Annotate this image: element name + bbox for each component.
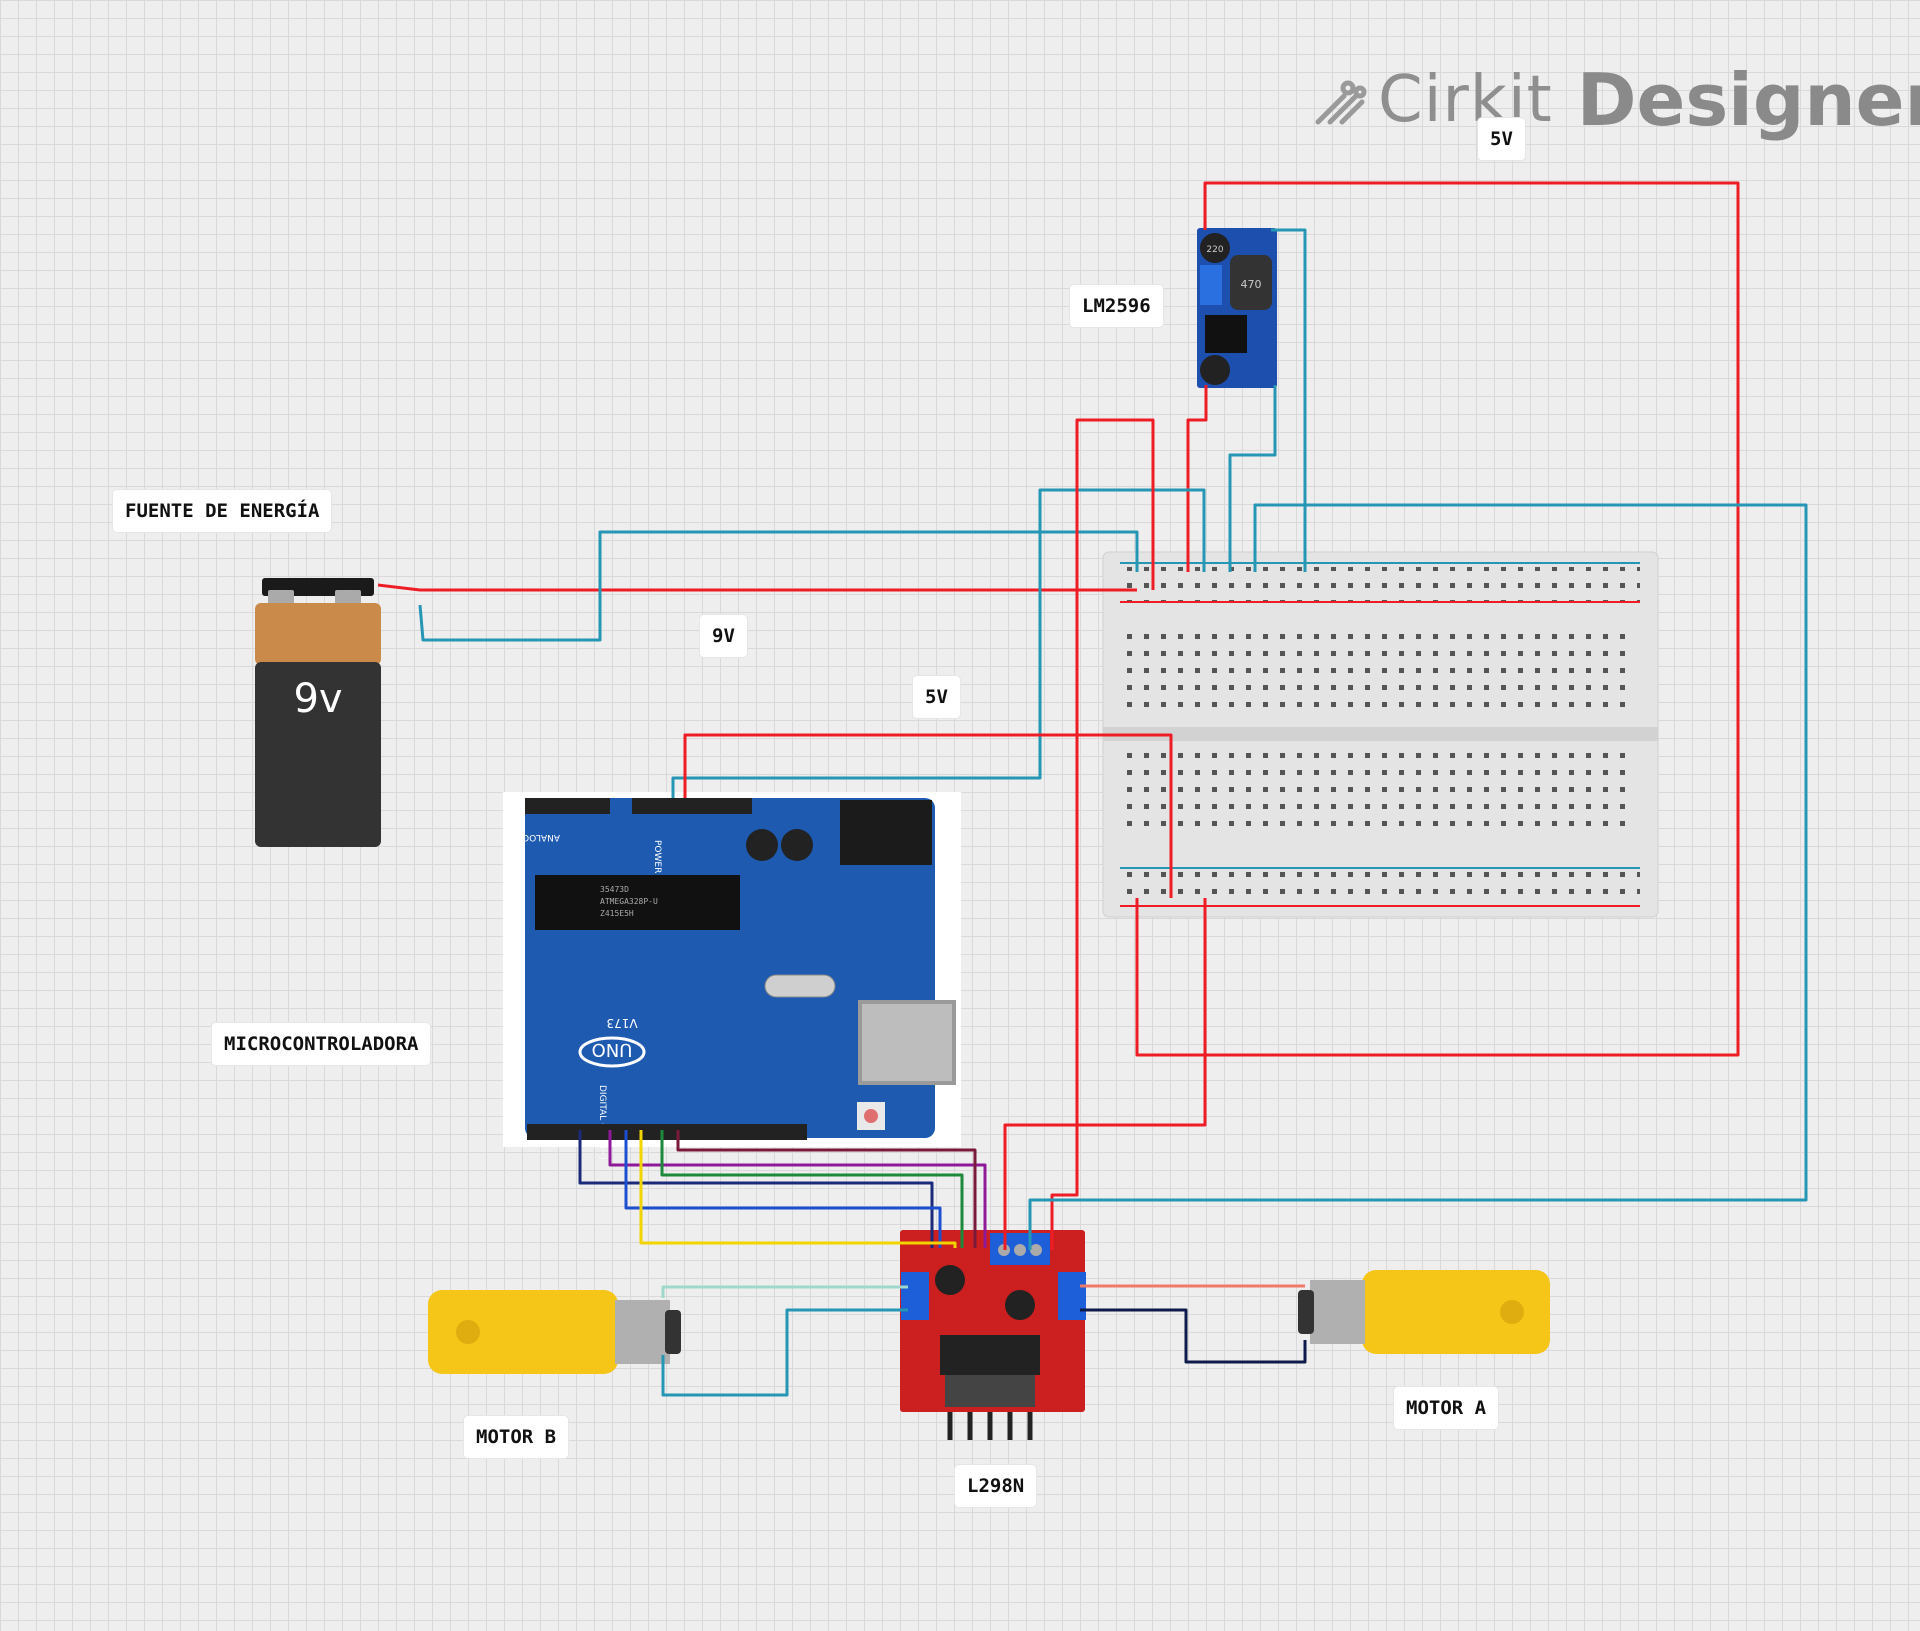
regulator-inductor-value: 470 xyxy=(1241,278,1262,291)
wire-l298n-gnd xyxy=(1028,503,1808,1250)
label-regulator-output[interactable]: 5V xyxy=(1478,118,1525,160)
analog-header-label: ANALOG IN xyxy=(510,832,560,842)
watermark-product: Designer xyxy=(1576,58,1920,142)
board-model: UNO xyxy=(592,1039,633,1060)
wire-lm-out-positive xyxy=(1135,181,1740,1057)
label-motor-a[interactable]: MOTOR A xyxy=(1394,1387,1499,1429)
wire-l298n-vin xyxy=(1050,418,1155,1250)
label-regulator[interactable]: LM2596 xyxy=(1070,285,1163,327)
cirkit-designer-watermark: Cirkit Designer xyxy=(1310,55,1920,145)
chip-line-2: ATMEGA328P-U xyxy=(600,897,658,906)
wire-arduino-gnd xyxy=(671,488,1206,798)
wire-motor-b-1 xyxy=(661,1285,908,1298)
wire-lm-out-gnd xyxy=(1271,228,1307,572)
lm2596-module[interactable]: 220 470 xyxy=(1197,228,1277,388)
watermark-brand: Cirkit xyxy=(1378,63,1553,137)
label-driver[interactable]: L298N xyxy=(955,1465,1037,1507)
wire-battery-negative xyxy=(418,530,1139,642)
battery-9v[interactable]: 9v xyxy=(255,578,381,847)
wire-in-maroon xyxy=(676,1130,977,1248)
wire-motor-b-2 xyxy=(661,1308,908,1397)
board-version: V173 xyxy=(606,1016,637,1030)
wire-motor-a-2 xyxy=(1080,1308,1307,1364)
label-power-source[interactable]: FUENTE DE ENERGÍA xyxy=(113,490,332,532)
motor-a[interactable] xyxy=(1298,1270,1550,1354)
wire-l298n-12v xyxy=(1003,898,1207,1250)
breadboard[interactable] xyxy=(1102,551,1659,918)
label-microcontroller[interactable]: MICROCONTROLADORA xyxy=(212,1023,431,1065)
wires xyxy=(377,181,1808,1397)
wire-in-blue xyxy=(624,1130,942,1248)
arduino-uno[interactable]: 35473D ATMEGA328P-U Z415E5H POWER ANALOG… xyxy=(503,792,961,1160)
label-motor-b[interactable]: MOTOR B xyxy=(464,1416,569,1458)
wire-in-yellow xyxy=(639,1130,957,1248)
wire-lm-in-positive xyxy=(1186,385,1208,572)
power-header-label: POWER xyxy=(652,840,662,873)
label-arduino-5v[interactable]: 5V xyxy=(913,676,960,718)
wire-lm-in-gnd xyxy=(1228,385,1277,572)
regulator-cap-value: 220 xyxy=(1206,245,1223,255)
label-battery-voltage[interactable]: 9V xyxy=(700,615,747,657)
l298n-driver[interactable] xyxy=(900,1230,1086,1440)
digital-header-label: DIGITAL (PWM~) xyxy=(597,1085,607,1160)
wire-battery-positive xyxy=(377,583,1137,592)
wire-in-navy xyxy=(578,1130,934,1248)
wire-in-purple xyxy=(608,1130,987,1248)
cirkit-logo-icon xyxy=(1315,80,1367,125)
chip-line-1: 35473D xyxy=(600,885,629,894)
wire-in-green xyxy=(660,1130,964,1248)
battery-text: 9v xyxy=(293,676,342,722)
chip-line-3: Z415E5H xyxy=(600,909,634,918)
motor-b[interactable] xyxy=(428,1290,681,1374)
wire-arduino-5v xyxy=(683,733,1173,898)
